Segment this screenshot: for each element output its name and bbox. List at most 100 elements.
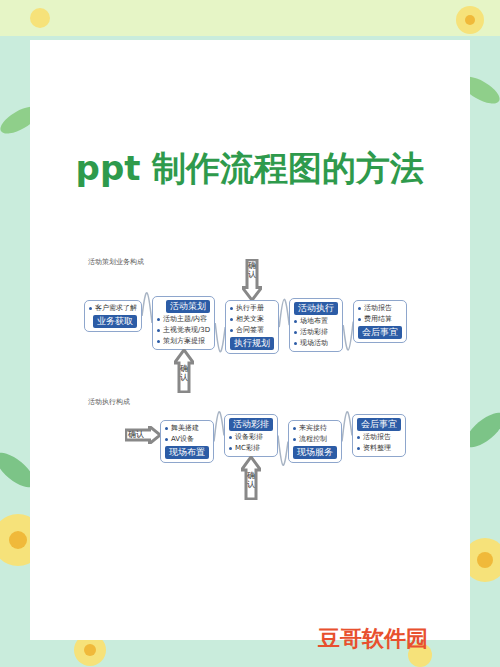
section-label: 活动策划业务构成 [88,257,144,267]
bullet-dot [157,340,160,343]
bullet-item: 舞美搭建 [165,424,209,433]
flow-connector [142,293,152,323]
bullet-item: 设备彩排 [229,433,273,442]
process-box: 活动彩排设备彩排 MC彩排 [224,414,278,457]
process-box: 活动报告费用结算会后事宜 [353,300,407,343]
bullet-text: 活动报告 [364,304,392,313]
bullet-item: AV设备 [165,435,209,444]
process-box: 会后事宜活动报告资料整理 [352,414,406,457]
arrow-outline [243,260,262,300]
bullet-text: 场地布置 [300,317,328,326]
flower-decoration [0,6,500,667]
bullet-text: 资料整理 [363,444,391,453]
bullet-text: 流程控制 [299,435,327,444]
box-heading-tab: 现场服务 [293,446,337,459]
arrow-outline [241,457,260,499]
bullet-dot [293,427,296,430]
bullet-dot [293,438,296,441]
box-heading-tab: 活动策划 [166,300,210,313]
bullet-item: 活动报告 [358,304,402,313]
section-label: 活动执行构成 [88,397,130,407]
flow-connector [278,435,288,465]
process-box: 活动策划活动主题/内容主视觉表现/3D 策划方案提报 [152,296,215,350]
flow-connector [279,299,289,327]
confirm-arrow: 确认 [174,349,194,393]
flow-connector [215,323,225,352]
bullet-item: 资料整理 [357,444,401,453]
bullet-text: AV设备 [171,435,194,444]
bullet-item: 客户需求了解 [89,304,137,313]
bullet-dot [157,318,160,321]
arrow-label: 确认 [180,365,188,383]
bullet-dot [157,329,160,332]
bullet-item: 活动报告 [357,433,401,442]
process-box: 舞美搭建 AV设备现场布置 [160,420,214,463]
top-band [0,0,500,36]
bullet-dot [294,320,297,323]
bullet-item: 执行手册 [230,304,274,313]
bullet-item: 策划方案提报 [157,337,210,346]
process-box: 执行手册相关文案合同签署执行规划 [225,300,279,354]
bullet-text: 活动彩排 [300,328,328,337]
process-box: 客户需求了解业务获取 [84,300,142,332]
bullet-text: 现场活动 [300,339,328,348]
bullet-item: 活动彩排 [294,328,338,337]
arrow-label: 确认 [128,430,144,440]
flow-connector [343,321,353,349]
bullet-item: 合同签署 [230,326,274,335]
arrow-outline [174,350,193,392]
bullet-dot [89,307,92,310]
bullet-text: 费用结算 [364,315,392,324]
bullet-dot [230,318,233,321]
card [30,40,470,640]
box-heading-tab: 会后事宜 [357,418,401,431]
bullet-dot [165,438,168,441]
bullet-item: 费用结算 [358,315,402,324]
bullet-dot [230,307,233,310]
watermark: 豆哥软件园 [318,624,428,654]
bullet-text: 活动主题/内容 [163,315,207,324]
flow-connector [342,412,352,442]
bullet-dot [230,329,233,332]
confirm-arrow: 确认 [125,426,161,444]
box-heading-tab: 执行规划 [230,337,274,350]
bullet-item: 相关文案 [230,315,274,324]
bullet-text: 舞美搭建 [171,424,199,433]
bullet-dot [358,318,361,321]
process-box: 活动执行场地布置活动彩排现场活动 [289,298,343,352]
bullet-item: 活动主题/内容 [157,315,210,324]
bullet-item: 现场活动 [294,339,338,348]
box-heading-tab: 会后事宜 [358,326,402,339]
bullet-dot [294,342,297,345]
bullet-dot [165,427,168,430]
bullet-dot [357,436,360,439]
page-title: ppt 制作流程图的方法 [30,146,470,192]
bullet-dot [358,307,361,310]
confirm-arrow: 确认 [242,259,262,301]
bullet-dot [229,436,232,439]
box-heading-tab: 现场布置 [165,446,209,459]
flow-connector [214,412,224,442]
box-heading-tab: 活动执行 [294,302,338,315]
bullet-text: 设备彩排 [235,433,263,442]
bullet-item: MC彩排 [229,444,273,453]
bullet-text: 合同签署 [236,326,264,335]
bullet-text: 策划方案提报 [163,337,205,346]
bullet-text: MC彩排 [235,444,260,453]
arrow-label: 确认 [248,262,256,280]
bullet-dot [294,331,297,334]
bullet-dot [229,447,232,450]
box-heading-tab: 活动彩排 [229,418,273,431]
arrow-outline [126,426,161,443]
bullet-text: 主视觉表现/3D [163,326,210,335]
bullet-dot [357,447,360,450]
arrow-label: 确认 [247,472,255,490]
bullet-text: 相关文案 [236,315,264,324]
bullet-text: 执行手册 [236,304,264,313]
process-box: 来宾接待流程控制现场服务 [288,420,342,463]
bullet-item: 场地布置 [294,317,338,326]
bullet-item: 来宾接待 [293,424,337,433]
box-heading-tab: 业务获取 [93,315,137,328]
confirm-arrow: 确认 [241,456,261,500]
